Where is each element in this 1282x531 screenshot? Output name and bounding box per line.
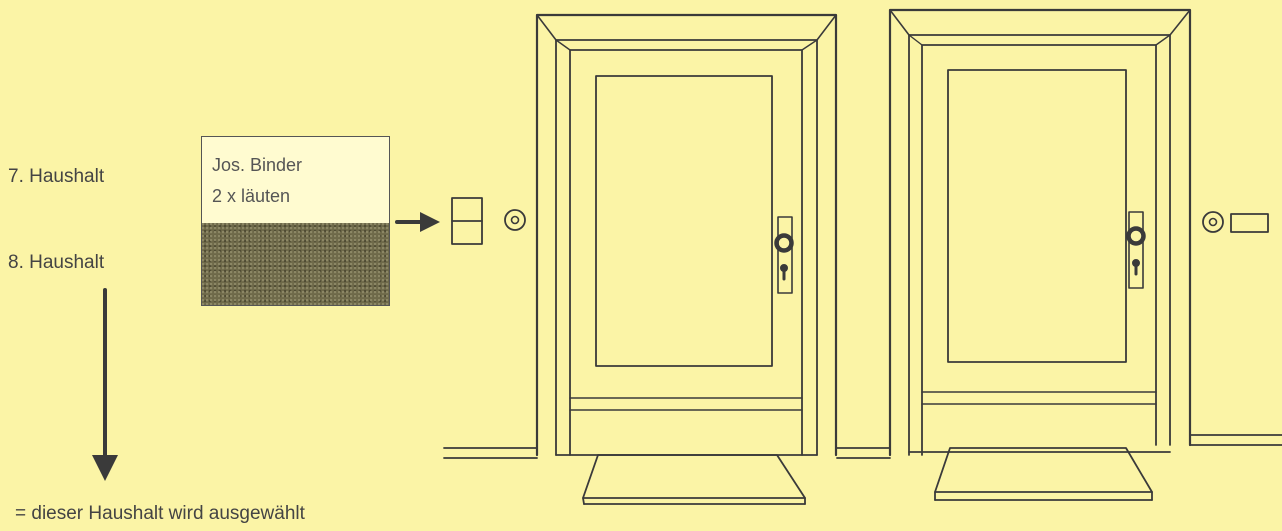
doorbell-panel [452,198,482,244]
arrow-right-icon [397,212,440,232]
doorbell-icon [505,210,525,230]
door-mat [935,448,1152,492]
doorbell-icon [1203,212,1223,232]
door-left [537,15,836,504]
door-right [890,10,1190,500]
door-handle-icon [777,217,793,293]
door-mat [583,455,805,498]
nameplate-small [1231,214,1268,232]
door-handle-icon [1129,212,1144,288]
arrow-down-icon [92,290,118,481]
